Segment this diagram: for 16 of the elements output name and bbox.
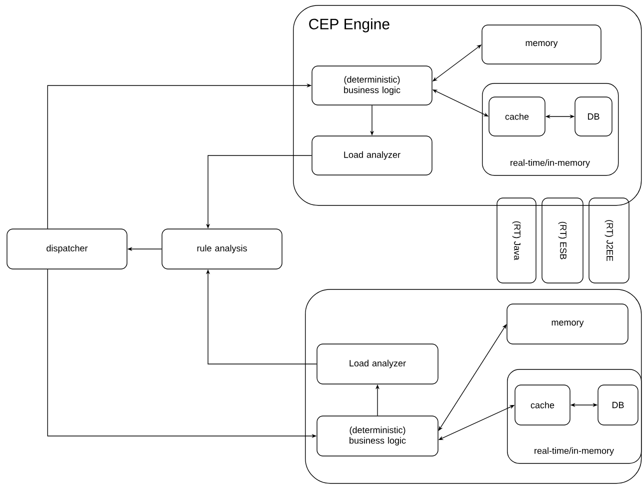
runtime-box: (RT) ESB: [542, 198, 584, 284]
process-box: DB: [598, 384, 638, 426]
process-box: dispatcher: [6, 228, 128, 270]
process-box: Load analyzer: [316, 344, 438, 384]
process-box: memory: [506, 304, 628, 344]
process-box: DB: [574, 96, 612, 136]
engine-box: [305, 289, 642, 484]
process-box: (deterministic) business logic: [312, 66, 432, 106]
process-box: memory: [482, 24, 602, 64]
runtime-box: (RT) Java: [496, 198, 536, 284]
process-box: cache: [488, 96, 546, 136]
process-box: rule analysis: [162, 228, 282, 270]
process-box: Load analyzer: [312, 136, 432, 176]
process-box: cache: [514, 384, 570, 426]
process-box: (deterministic) business logic: [316, 416, 438, 456]
runtime-box: (RT) J2EE: [588, 198, 630, 284]
